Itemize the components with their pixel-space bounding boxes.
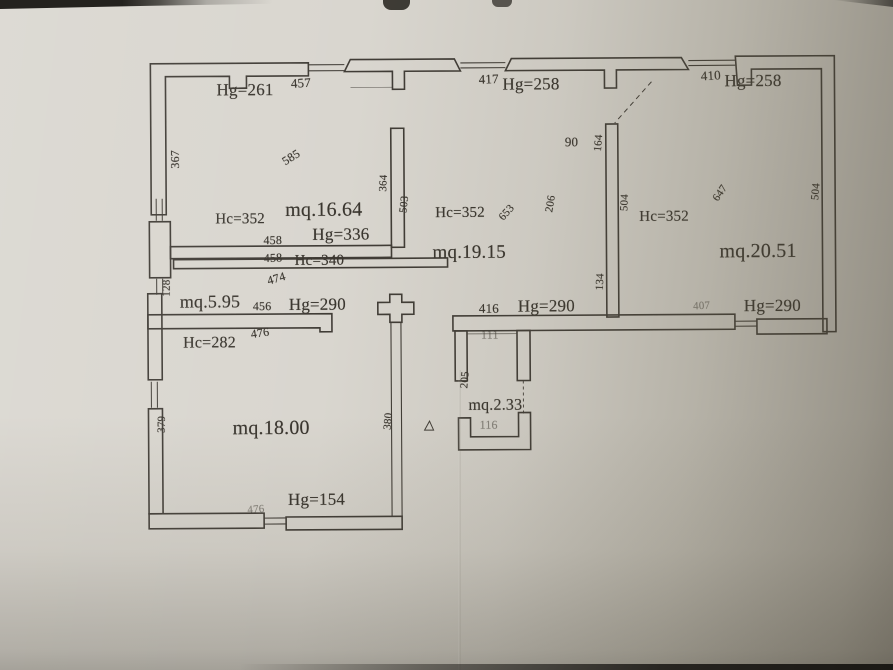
dim-label-417: 417: [478, 70, 500, 87]
dim-label-134: 134: [593, 272, 607, 291]
area-label-mq1915: mq.19.15: [432, 241, 506, 264]
dim-label-116: 116: [479, 417, 498, 432]
wall-divider-1664-1915: [389, 127, 406, 249]
dim-label-458-top: 458: [263, 233, 283, 248]
wall-corridor-right: [516, 329, 532, 382]
dim-label-364: 364: [377, 174, 390, 192]
door-lines-1800-bottom: [264, 517, 287, 525]
area-label-mq1800: mq.18.00: [232, 416, 310, 440]
window-top-3: [688, 59, 736, 67]
dim-label-456: 456: [252, 299, 272, 314]
wall-595-bottom: [147, 312, 333, 333]
height-label-hc340: Hc=340: [294, 252, 345, 269]
dim-label-164: 164: [591, 133, 606, 152]
height-label-hg261: Hg=261: [216, 80, 274, 100]
dim-label-407: 407: [692, 299, 711, 313]
height-label-hg258-mid: Hg=258: [502, 74, 560, 94]
wall-left-lower-a: [146, 292, 164, 381]
triangle-marker: [423, 419, 435, 431]
wall-central-right-piece: [756, 317, 828, 335]
dim-label-111: 111: [480, 327, 499, 342]
height-label-hg336: Hg=336: [312, 224, 370, 244]
dim-label-476-bottom: 476: [246, 502, 265, 517]
dim-label-503: 503: [397, 195, 412, 214]
height-label-hg154: Hg=154: [287, 489, 346, 509]
height-label-hg290-c: Hg=290: [743, 295, 801, 316]
height-label-hg258-right: Hg=258: [724, 70, 782, 91]
area-label-mq233: mq.2.33: [468, 396, 523, 414]
dim-label-410: 410: [700, 67, 722, 84]
dim-label-458-bottom: 458: [263, 250, 283, 266]
height-label-hc282: Hc=282: [182, 334, 236, 352]
door-lines-central: [734, 320, 757, 327]
window-top-1: [308, 64, 345, 72]
wall-top-mid: [343, 58, 462, 91]
height-label-hc352-right: Hc=352: [639, 208, 689, 225]
area-label-mq595: mq.5.95: [179, 291, 241, 312]
door-lines-1800-left: [150, 381, 158, 408]
pillar-cross: [376, 293, 415, 324]
dim-label-128: 128: [160, 279, 173, 297]
dim-label-416: 416: [478, 300, 499, 316]
height-label-hg290-b: Hg=290: [517, 296, 575, 316]
height-label-hg290-a: Hg=290: [288, 294, 346, 314]
dim-label-457: 457: [290, 74, 312, 91]
dim-label-380: 380: [381, 412, 395, 431]
dashed-slope-line: [614, 81, 652, 124]
dim-label-504-mid: 504: [618, 193, 632, 212]
dim-label-205: 205: [458, 370, 472, 389]
door-lines-left-upper: [155, 198, 163, 221]
wall-1800-bottom-right: [285, 515, 403, 531]
area-label-mq1664: mq.16.64: [285, 198, 363, 221]
dim-label-367: 367: [167, 150, 182, 169]
height-label-hc352-mid: Hc=352: [435, 204, 485, 222]
wall-divider-1915-2051: [604, 123, 620, 318]
dim-label-90: 90: [564, 134, 579, 150]
height-label-hc352-room1: Hc=352: [215, 211, 265, 228]
wall-left-block: [148, 220, 172, 279]
dim-label-504-right: 504: [809, 182, 823, 201]
window-top-2: [460, 62, 506, 69]
dim-label-379: 379: [155, 415, 169, 434]
dim-label-476-top: 476: [249, 324, 271, 342]
area-label-mq2051: mq.20.51: [719, 239, 797, 263]
